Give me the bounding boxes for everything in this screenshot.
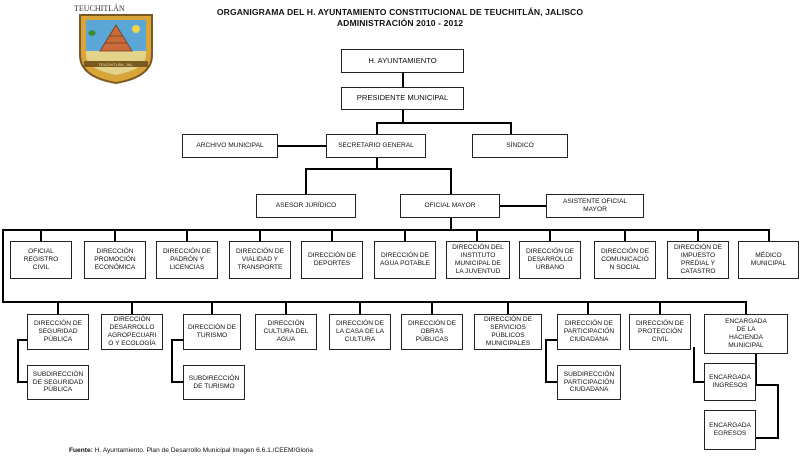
connector-line (186, 229, 188, 241)
connector-line (450, 218, 452, 230)
connector-line (131, 301, 133, 314)
connector-line (404, 229, 406, 241)
box-deportes: DIRECCIÓN DE DEPORTES (301, 241, 363, 279)
connector-line (171, 339, 183, 341)
connector-line (697, 229, 699, 241)
connector-line (624, 229, 626, 241)
box-asistente-oficial-mayor: ASISTENTE OFICIAL MAYOR (546, 194, 644, 218)
connector-line (693, 381, 704, 383)
connector-line (507, 301, 509, 314)
connector-line (768, 229, 770, 241)
box-casa-cultura: DIRECCIÓN DE LA CASA DE LA CULTURA (329, 314, 391, 350)
connector-line (17, 381, 27, 383)
connector-line (777, 384, 779, 439)
connector-line (359, 301, 361, 314)
box-subdireccion-seguridad: SUBDIRECCIÓN DE SEGURIDAD PÚBLICA (27, 365, 89, 400)
connector-line (285, 301, 287, 314)
coat-of-arms-icon: TEUCHITLÁN TEUCHITLÁN, JAL. (74, 3, 153, 85)
connector-line (17, 339, 27, 341)
source-note: Fuente: H. Ayuntamiento. Plan de Desarro… (69, 447, 313, 454)
box-hacienda-municipal: ENCARGADA DE LA HACIENDA MUNICIPAL (704, 314, 788, 354)
box-medico-municipal: MÉDICO MUNICIPAL (738, 241, 799, 279)
logo-band-text: TEUCHITLÁN, JAL. (98, 62, 133, 67)
box-desarrollo-agropecuario: DIRECCIÓN DESARROLLO AGROPECUARI O Y ECO… (101, 314, 163, 350)
connector-line (476, 229, 478, 241)
source-text: H. Ayuntamiento. Plan de Desarrollo Muni… (92, 447, 313, 454)
connector-line (2, 229, 770, 231)
box-padron-licencias: DIRECCIÓN DE PADRÓN Y LICENCIAS (156, 241, 218, 279)
connector-line (40, 229, 42, 241)
box-vialidad-transporte: DIRECCIÓN DE VIALIDAD Y TRANSPORTE (229, 241, 291, 279)
connector-line (755, 384, 779, 386)
box-comunicacion-social: DIRECCIÓN DE COMUNICACIÓ N SOCIAL (594, 241, 656, 279)
connector-line (376, 158, 378, 169)
connector-line (431, 301, 433, 314)
connector-line (755, 437, 779, 439)
logo-name-text: TEUCHITLÁN (74, 3, 125, 13)
connector-line (755, 354, 757, 386)
connector-line (305, 168, 452, 170)
box-oficial-mayor: OFICIAL MAYOR (400, 194, 500, 218)
box-seguridad-publica: DIRECCIÓN DE SEGURIDAD PÚBLICA (27, 314, 89, 350)
connector-line (2, 301, 747, 303)
connector-line (545, 339, 547, 383)
chart-subtitle: ADMINISTRACIÓN 2010 - 2012 (336, 18, 464, 28)
connector-line (402, 73, 404, 87)
box-impuesto-predial: DIRECCIÓN DE IMPUESTO PREDIAL Y CATASTRO (667, 241, 729, 279)
box-instituto-juventud: DIRECCIÓN DEL INSTITUTO MUNICIPAL DE LA … (446, 241, 510, 279)
box-subdireccion-participacion: SUBDIRECCIÓN PARTICIPACIÓN CIUDADANA (557, 365, 621, 400)
connector-line (659, 301, 661, 314)
connector-line (259, 229, 261, 241)
box-servicios-publicos: DIRECCIÓN DE SERVICIOS PÚBLICOS MUNICIPA… (474, 314, 542, 350)
box-agua-potable: DIRECCIÓN DE AGUA POTABLE (374, 241, 436, 279)
box-desarrollo-urbano: DIRECCIÓN DE DESARROLLO URBANO (519, 241, 581, 279)
connector-line (510, 122, 512, 134)
connector-line (500, 205, 546, 207)
connector-line (331, 229, 333, 241)
connector-line (587, 301, 589, 314)
box-promocion-economica: DIRECCIÓN PROMOCIÓN ECONÓMICA (84, 241, 146, 279)
box-subdireccion-turismo: SUBDIRECCIÓN DE TURISMO (183, 365, 245, 400)
chart-title: ORGANIGRAMA DEL H. AYUNTAMIENTO CONSTITU… (216, 7, 584, 17)
box-encargada-egresos: ENCARGADA EGRESOS (704, 410, 756, 450)
box-proteccion-civil: DIRECCIÓN DE PROTECCIÓN CIVIL (629, 314, 691, 350)
connector-line (545, 339, 557, 341)
connector-line (376, 122, 512, 124)
connector-line (376, 122, 378, 134)
box-sindico: SÍNDICO (472, 134, 568, 158)
connector-line (114, 229, 116, 241)
connector-line (57, 301, 59, 314)
connector-line (278, 145, 326, 147)
connector-line (17, 339, 19, 383)
connector-line (545, 381, 557, 383)
box-cultura-agua: DIRECCIÓN CULTURA DEL AGUA (255, 314, 317, 350)
box-encargada-ingresos: ENCARGADA INGRESOS (704, 363, 756, 401)
connector-line (402, 110, 404, 124)
connector-line (745, 301, 747, 314)
municipal-logo: TEUCHITLÁN TEUCHITLÁN, JAL. (70, 3, 162, 85)
box-obras-publicas: DIRECCIÓN DE OBRAS PÚBLICAS (401, 314, 463, 350)
connector-line (211, 301, 213, 314)
box-ayuntamiento: H. AYUNTAMIENTO (341, 49, 464, 73)
box-archivo-municipal: ARCHIVO MUNICIPAL (182, 134, 278, 158)
connector-line (171, 339, 173, 383)
connector-line (693, 347, 695, 383)
connector-line (305, 168, 307, 194)
box-participacion-ciudadana: DIRECCIÓN DE PARTICIPACIÓN CIUDADANA (557, 314, 621, 350)
box-turismo: DIRECCIÓN DE TURISMO (183, 314, 241, 350)
connector-line (2, 229, 4, 303)
connector-line (450, 168, 452, 194)
source-label: Fuente: (69, 447, 93, 454)
connector-line (171, 381, 183, 383)
box-registro-civil: OFICIAL REGISTRO CIVIL (10, 241, 72, 279)
box-asesor-juridico: ASESOR JURÍDICO (256, 194, 356, 218)
connector-line (549, 229, 551, 241)
box-secretario-general: SECRETARIO GENERAL (326, 134, 426, 158)
box-presidente-municipal: PRESIDENTE MUNICIPAL (341, 87, 464, 110)
